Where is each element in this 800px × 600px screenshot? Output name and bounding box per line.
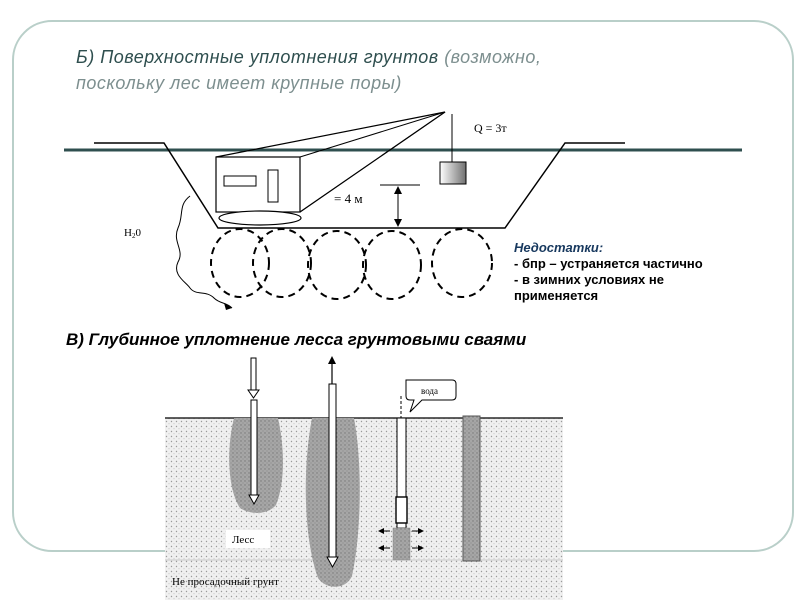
crane bbox=[215, 111, 467, 226]
compaction-zone bbox=[307, 230, 367, 300]
section-b-title: Б) Поверхностные уплотнения грунтов (воз… bbox=[76, 44, 541, 96]
tamping-weight bbox=[439, 161, 467, 185]
pipe-tip-2 bbox=[326, 556, 339, 569]
section-v-title: В) Глубинное уплотнение лесса грунтовыми… bbox=[66, 330, 527, 349]
compaction-zone bbox=[210, 228, 270, 298]
water-charge bbox=[395, 496, 408, 524]
crane-track bbox=[218, 210, 302, 226]
expansion-arrowhead bbox=[418, 528, 424, 534]
water-seepage-path bbox=[175, 195, 233, 309]
expansion-arrowhead bbox=[378, 528, 384, 534]
soaked-zone bbox=[392, 527, 411, 561]
section-b-title-paren-2: поскольку лес имеет крупные поры) bbox=[76, 73, 402, 93]
section-b-title-main: Б) Поверхностные уплотнения грунтов bbox=[76, 47, 439, 67]
drive-arrowhead bbox=[247, 389, 260, 399]
steel-pipe-1 bbox=[250, 399, 258, 496]
compaction-zone bbox=[362, 230, 422, 300]
base-soil-label: Не просадочный грунт bbox=[172, 576, 279, 588]
drop-height-arrowhead-up bbox=[394, 186, 402, 194]
drawbacks-heading: Недостатки: bbox=[514, 240, 604, 255]
expansion-arrowhead bbox=[418, 545, 424, 551]
drop-height-arrowhead-down bbox=[394, 219, 402, 227]
loess-label-bg bbox=[226, 530, 270, 548]
expansion-arrowhead bbox=[378, 545, 384, 551]
pipe-tip-1 bbox=[248, 494, 260, 506]
steel-pipe-2 bbox=[328, 383, 337, 558]
boom-brace bbox=[299, 111, 446, 213]
water-callout-bubble bbox=[405, 379, 457, 413]
cab-door bbox=[267, 169, 279, 203]
water-label: Н20 bbox=[124, 227, 141, 240]
loess-soil bbox=[165, 418, 563, 600]
pit-outline bbox=[94, 142, 625, 229]
compaction-zones bbox=[210, 228, 493, 300]
water-seepage-arrowhead bbox=[224, 303, 232, 310]
cab-window bbox=[223, 175, 257, 187]
drawback-item-2-cont: применяется bbox=[514, 288, 599, 303]
compaction-zone bbox=[252, 228, 312, 298]
drop-height-label: = 4 м bbox=[334, 191, 363, 206]
compaction-zone bbox=[431, 228, 493, 298]
extract-arrowhead bbox=[328, 356, 336, 364]
drive-arrow-body bbox=[250, 357, 257, 395]
loess-label: Лесс bbox=[232, 534, 254, 546]
soil-pile bbox=[462, 415, 481, 562]
section-b-title-paren-1: (возможно, bbox=[444, 47, 542, 67]
boom-stay bbox=[299, 111, 446, 158]
water-callout-label: вода bbox=[421, 386, 438, 396]
drawback-item-2: - в зимних условиях не bbox=[514, 272, 664, 287]
drawbacks-note: Недостатки: - бпр – устраняется частично… bbox=[514, 240, 703, 304]
drawback-item-1: - бпр – устраняется частично bbox=[514, 256, 703, 271]
load-label: Q = 3т bbox=[474, 121, 507, 135]
